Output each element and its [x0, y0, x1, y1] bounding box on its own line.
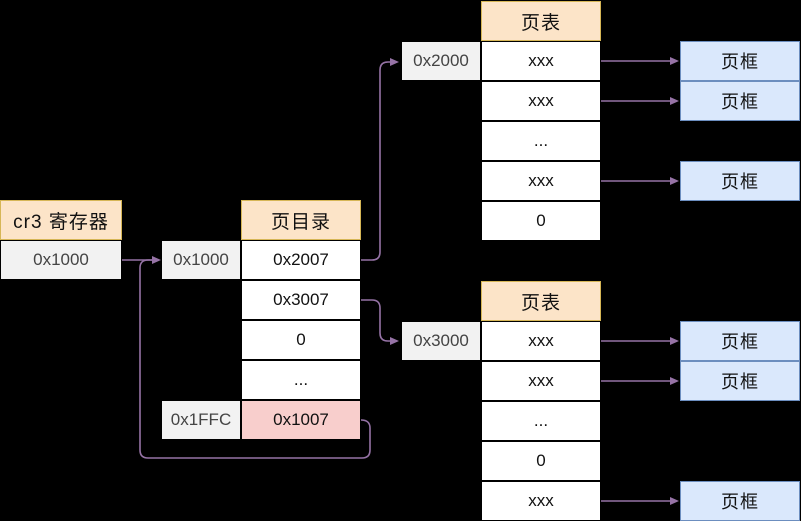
arrowhead-pt0-entry1 [670, 97, 679, 105]
arrowhead-pde-0x2007 [390, 58, 399, 66]
page-table-0-header: 页表 [481, 1, 601, 41]
page-table-1-entry: ... [481, 401, 601, 441]
arrowhead-pt1-entry0 [670, 337, 679, 345]
page-frame: 页框 [680, 481, 800, 521]
page-table-0-entry: xxx [481, 161, 601, 201]
page-table-0-entry: xxx [481, 81, 601, 121]
page-frame: 页框 [680, 161, 800, 201]
page-frame: 页框 [680, 41, 800, 81]
link-pde-0x2007-to-pt-0x2000 [361, 61, 397, 261]
cr3-register-header: cr3 寄存器 [0, 200, 122, 240]
cr3-register-value: 0x1000 [0, 240, 122, 280]
page-directory-entry: 0x3007 [241, 280, 361, 320]
page-table-1-address: 0x3000 [401, 321, 481, 361]
page-table-1-header: 页表 [481, 281, 601, 321]
page-directory-entry: 0 [241, 320, 361, 360]
page-table-0-address: 0x2000 [401, 41, 481, 81]
arrowhead-pde-0x3007 [390, 337, 399, 345]
arrowhead-cr3-to-pagedir [152, 256, 161, 264]
page-directory-entry-highlighted: 0x1007 [241, 400, 361, 440]
page-directory-header: 页目录 [241, 200, 361, 240]
arrowhead-pt0-entry0 [670, 57, 679, 65]
page-table-0-entry: ... [481, 121, 601, 161]
page-directory-entry: ... [241, 360, 361, 400]
page-table-0-entry: xxx [481, 41, 601, 81]
page-directory-entry: 0x2007 [241, 240, 361, 280]
link-pde-0x3007-to-pt-0x3000 [361, 299, 397, 342]
page-frame: 页框 [680, 361, 800, 401]
arrowhead-pt0-entry3 [670, 177, 679, 185]
page-frame: 页框 [680, 321, 800, 361]
page-directory-address-0x1000: 0x1000 [161, 240, 241, 280]
page-table-1-entry: xxx [481, 321, 601, 361]
page-table-1-entry: 0 [481, 441, 601, 481]
arrowhead-pt1-entry1 [670, 377, 679, 385]
page-table-1-entry: xxx [481, 481, 601, 521]
arrowhead-pt1-entry4 [670, 497, 679, 505]
page-table-1-entry: xxx [481, 361, 601, 401]
page-table-0-entry: 0 [481, 201, 601, 241]
page-directory-address-0x1FFC: 0x1FFC [161, 400, 241, 440]
page-frame: 页框 [680, 81, 800, 121]
